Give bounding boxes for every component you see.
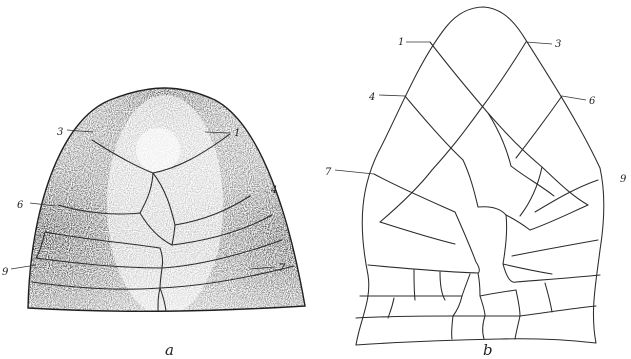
panel-b-label-3: 3 [555,39,561,50]
panel-b-label-9: 9 [620,174,627,185]
panel-a-label-1: 1 [234,128,240,139]
panel-b-label-7: 7 [325,167,332,178]
panel-a-drawing [0,80,330,320]
panel-a-label-7: 7 [279,263,286,274]
panel-b-label-4: 4 [368,92,375,103]
panel-b-drawing [356,7,604,345]
panel-b-label-6: 6 [589,96,596,107]
panel-a-caption: a [165,341,174,359]
panel-a-label-3: 3 [57,127,63,138]
panel-b-leaders [335,42,586,174]
panel-b-label-1: 1 [398,37,404,48]
panel-a-label-9: 9 [2,267,9,278]
panel-b-caption: b [483,341,493,359]
panel-a-label-6: 6 [17,200,24,211]
panel-a-label-4: 4 [270,185,277,196]
